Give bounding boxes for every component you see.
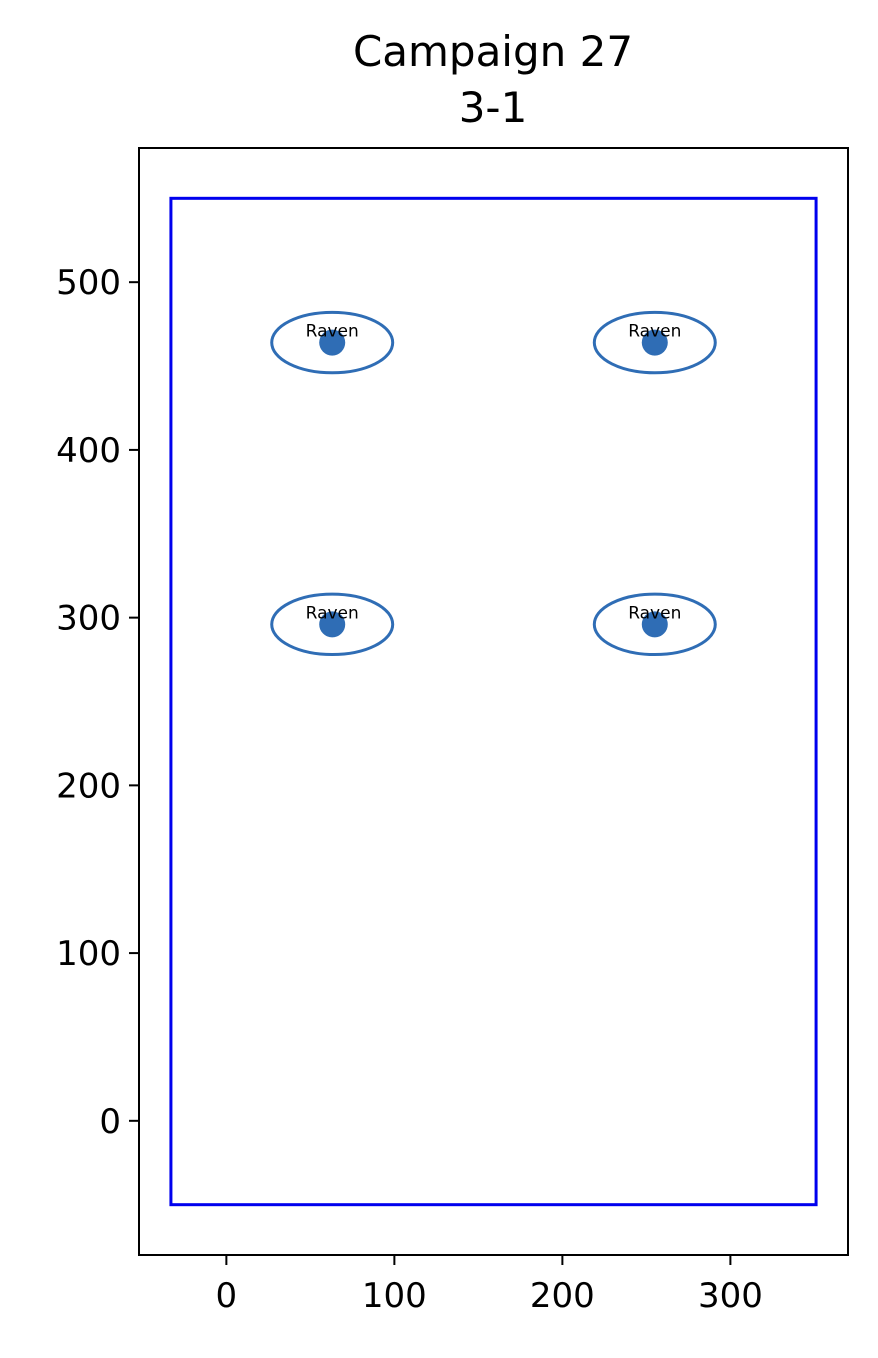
y-axis: 0 100 200 300 400 500 — [56, 263, 139, 1142]
unit-ellipse — [270, 310, 395, 375]
x-tick-label: 300 — [698, 1276, 763, 1316]
boundary-rect — [169, 196, 818, 1207]
unit-point — [319, 329, 346, 356]
unit-label: Raven — [628, 603, 681, 623]
unit-label: Raven — [628, 322, 681, 342]
unit-label: Raven — [306, 603, 359, 623]
x-tick-label: 0 — [216, 1276, 238, 1316]
unit-ellipse — [270, 592, 395, 657]
y-tick-label: 500 — [56, 263, 121, 303]
x-tick-label: 100 — [362, 1276, 427, 1316]
x-tick-label: 200 — [530, 1276, 595, 1316]
y-tick-label: 0 — [99, 1102, 121, 1142]
y-tick-label: 300 — [56, 599, 121, 639]
unit-point — [641, 329, 668, 356]
y-tick-label: 100 — [56, 934, 121, 974]
unit-point — [319, 611, 346, 638]
unit-point — [641, 611, 668, 638]
y-tick-label: 200 — [56, 766, 121, 806]
y-tick-label: 400 — [56, 431, 121, 471]
unit-ellipse — [592, 592, 717, 657]
chart-title: Campaign 27 — [353, 27, 633, 76]
chart-subtitle: 3-1 — [459, 83, 528, 132]
plot-frame — [138, 147, 849, 1256]
x-axis: 0 100 200 300 — [216, 1255, 763, 1316]
unit-ellipse — [592, 310, 717, 375]
unit-label: Raven — [306, 322, 359, 342]
